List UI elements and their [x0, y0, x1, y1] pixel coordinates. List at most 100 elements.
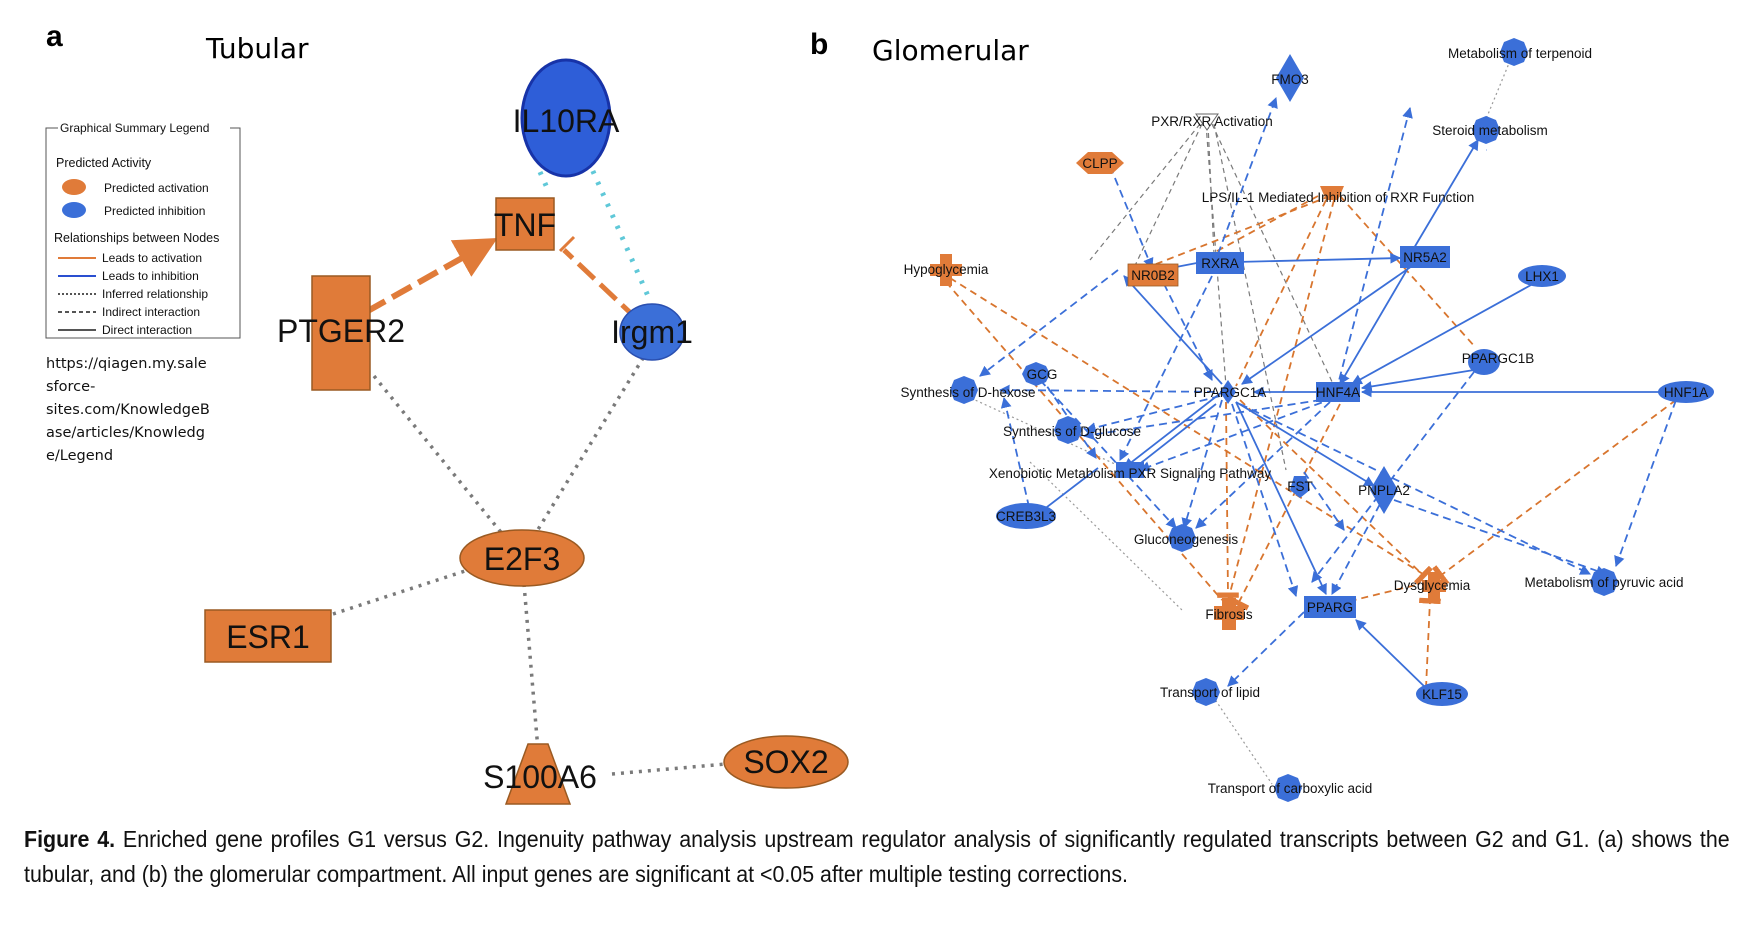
node-tnf[interactable]: TNF [494, 197, 556, 251]
edge-hexose-xeno [961, 393, 1129, 471]
edge-pnpla2-pyruvic [1393, 499, 1608, 576]
xeno-shape [1116, 462, 1144, 478]
panel-a-letter: a [46, 20, 63, 53]
ptger2-label: PTGER2 [277, 313, 405, 349]
node-fst[interactable]: FST [1287, 476, 1313, 498]
e2f3-label: E2F3 [484, 541, 560, 577]
edge-e2f3-s100a6 [522, 583, 540, 751]
node-e2f3[interactable]: E2F3 [459, 529, 585, 587]
node-hnf4a[interactable]: HNF4A [1316, 382, 1360, 402]
node-steroid[interactable]: Steroid metabolism [1432, 116, 1548, 144]
legend-inhibition: Predicted inhibition [104, 204, 205, 218]
node-metab-pyruvic[interactable]: Metabolism of pyruvic acid [1524, 568, 1684, 596]
node-il10ra[interactable]: IL10RA [513, 58, 620, 178]
lipid-label: Transport of lipid [1160, 685, 1260, 700]
edge-pxr-ppargc1a [1205, 123, 1227, 387]
node-dysglycemia[interactable]: Dysglycemia [1394, 572, 1471, 600]
pnpla2-shape [1370, 466, 1398, 514]
node-irgm1[interactable]: Irgm1 [611, 303, 693, 361]
nr5a2-shape [1400, 246, 1450, 268]
s100a6-label: S100A6 [483, 759, 597, 795]
edge-esr1-e2f3 [332, 568, 469, 616]
figure-caption: Figure 4. Enriched gene profiles G1 vers… [24, 822, 1730, 892]
edge-rxra-xeno [1119, 275, 1213, 461]
rxra-shape [1196, 252, 1244, 274]
pxr-label: PXR/RXR Activation [1151, 114, 1273, 129]
node-gcg[interactable]: GCG [1022, 362, 1057, 386]
node-lps[interactable]: LPS/IL-1 Mediated Inhibition of RXR Func… [1202, 186, 1474, 205]
edge-irgm1-e2f3 [532, 349, 650, 537]
tnf-label: TNF [494, 207, 556, 243]
node-rxra[interactable]: RXRA [1196, 252, 1244, 274]
node-lhx1[interactable]: LHX1 [1518, 265, 1566, 287]
carboxylic-shape [1274, 774, 1302, 802]
pxr-shape [1195, 113, 1219, 131]
node-hypoglycemia[interactable]: Hypoglycemia [904, 254, 989, 286]
sox2-shape [723, 735, 849, 789]
edge-s100a6-sox2 [611, 762, 727, 776]
node-ptger2[interactable]: PTGER2 [277, 275, 405, 391]
edge-irgm1-tnf [562, 248, 640, 322]
node-synth-dhexose[interactable]: Synthesis of D-hexose [900, 376, 1036, 404]
node-fmo3[interactable]: FMO3 [1271, 54, 1309, 102]
edge-xeno-ppargc1a [1131, 403, 1217, 471]
node-pnpla2[interactable]: PNPLA2 [1358, 466, 1410, 514]
edge-hnf4a-fibrosis [1227, 403, 1341, 611]
edge-lps-nr0b2 [1145, 195, 1331, 270]
node-creb3l3[interactable]: CREB3L3 [996, 503, 1056, 529]
nr5a2-label: NR5A2 [1403, 250, 1447, 265]
esr1-label: ESR1 [226, 619, 310, 655]
node-klf15[interactable]: KLF15 [1416, 682, 1468, 706]
node-nr0b2[interactable]: NR0B2 [1127, 263, 1179, 287]
dglucose-label: Synthesis of D-glucose [1003, 424, 1141, 439]
gcg-label: GCG [1027, 367, 1058, 382]
edge-ppargc1a-fst [1231, 403, 1299, 598]
legend-title-bg [58, 120, 230, 134]
edge-hnf4a-fmo3 [1335, 106, 1413, 393]
panel-a-edges [332, 158, 727, 776]
node-transport-lipid[interactable]: Transport of lipid [1160, 678, 1260, 706]
edge-lps-fibrosis [1225, 199, 1335, 609]
node-sox2[interactable]: SOX2 [723, 735, 849, 789]
edge-fst-pparg [1303, 471, 1345, 531]
node-pxr[interactable]: PXR/RXR Activation [1151, 113, 1273, 131]
lps-label: LPS/IL-1 Mediated Inhibition of RXR Func… [1202, 190, 1474, 205]
legend-activation-swatch [62, 179, 86, 195]
pyruvic-shape [1590, 568, 1618, 596]
node-nr5a2[interactable]: NR5A2 [1400, 246, 1450, 268]
node-gluconeogenesis[interactable]: Gluconeogenesis [1134, 524, 1239, 552]
nr0b2-shape [1127, 263, 1179, 287]
edge-nr0b2-hexose [979, 269, 1119, 377]
node-metab-terpenoid[interactable]: Metabolism of terpenoid [1448, 38, 1592, 66]
fibrosis-shape [1214, 598, 1244, 630]
edge-pxr-xeno [1213, 123, 1287, 471]
fst-label: FST [1287, 479, 1313, 494]
node-xeno[interactable]: Xenobiotic Metabolism PXR Signaling Path… [989, 462, 1271, 481]
node-transport-carb[interactable]: Transport of carboxylic acid [1208, 774, 1373, 802]
node-s100a6[interactable]: S100A6 [483, 743, 597, 805]
node-hnf1a[interactable]: HNF1A [1658, 381, 1714, 403]
node-pparg[interactable]: PPARG [1304, 596, 1356, 618]
edge-ptger2-tnf [364, 237, 498, 315]
node-esr1[interactable]: ESR1 [204, 609, 332, 663]
node-synth-dglucose[interactable]: Synthesis of D-glucose [1003, 416, 1141, 444]
node-clpp[interactable]: CLPP [1076, 152, 1124, 174]
legend-inferred: Inferred relationship [102, 287, 208, 301]
ppargc1b-shape [1468, 349, 1500, 375]
panel-b-title: Glomerular [872, 34, 1029, 67]
esr1-shape [204, 609, 332, 663]
edge-creb-hexose [1000, 396, 1033, 521]
fmo3-label: FMO3 [1271, 72, 1309, 87]
caption-label: Figure 4. [24, 826, 116, 852]
edge-rxra-nr5a2 [1235, 252, 1402, 264]
node-ppargc1a[interactable]: PPARGC1A [1194, 380, 1267, 404]
node-fibrosis[interactable]: Fibrosis [1205, 598, 1253, 630]
edge-ppargc1a-pnpla2 [1235, 401, 1375, 487]
edge-lhx1-hnf4a [1351, 279, 1541, 385]
edge-pxr-clpp [1089, 123, 1201, 261]
edge-klf15-pparg [1355, 619, 1429, 691]
node-ppargc1b[interactable]: PPARGC1B [1462, 349, 1535, 375]
edge-terpenoid-steroid [1483, 55, 1513, 125]
ptger2-shape [311, 275, 371, 391]
